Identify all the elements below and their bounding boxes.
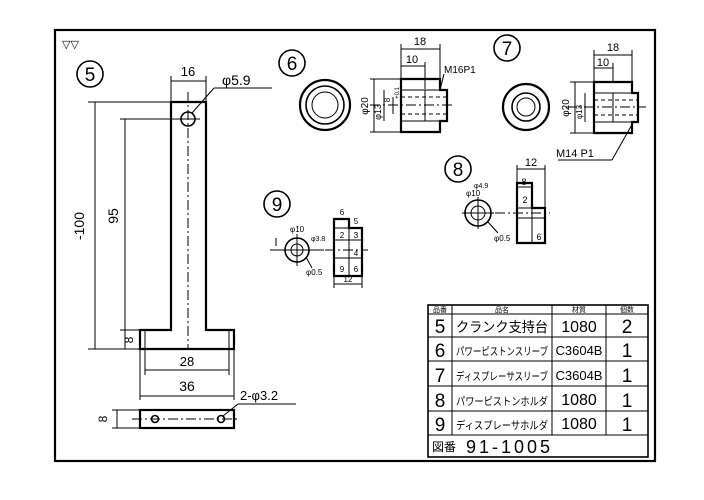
part7-dim-d13: φ13 [575, 104, 584, 119]
table-header-qty: 個数 [620, 305, 634, 314]
part6-dim-18: 18 [414, 36, 426, 48]
part5-dim-36: 36 [179, 378, 195, 394]
part9-dim-9: 9 [340, 265, 345, 274]
table-header-no: 品番 [433, 306, 447, 314]
table-row-name: クランク支持台 [456, 319, 548, 335]
part6-view: 6 18 10 M16P1 φ20 φ13 8 +0.1 [278, 36, 476, 134]
table-row-no: 5 [435, 317, 446, 338]
part5-outline [138, 100, 236, 351]
part6-dim-10: 10 [406, 54, 418, 66]
part7-view: 7 18 10 φ20 φ13 M14 P1 [493, 34, 646, 161]
table-row-material: C3604B [556, 343, 603, 358]
table-row-material: C3604B [556, 368, 603, 383]
part9-dim-12: 12 [344, 275, 353, 284]
part8-dim-12: 12 [525, 157, 537, 169]
part9-dim-5: 5 [354, 217, 359, 226]
table-row-name: ディスプレーサホルダ [456, 418, 548, 432]
part7-dim-18: 18 [607, 42, 619, 54]
part5-dim-holes: 2-φ3.2 [240, 388, 278, 403]
table-header-material: 材質 [572, 305, 586, 314]
part8-number: 8 [453, 160, 464, 181]
part5-dim-100: -100 [71, 212, 87, 240]
sheet-border [53, 28, 657, 463]
part5-balloon [76, 60, 104, 88]
table-row-no: 7 [435, 366, 446, 387]
table-row-qty: 1 [622, 415, 633, 436]
table-row-name: パワーピストンホルダ [456, 394, 548, 408]
part8-dim-6: 6 [536, 232, 541, 242]
table-row-qty: 2 [622, 317, 633, 338]
part5-dim-16: 16 [181, 64, 195, 79]
part6-balloon [278, 49, 306, 77]
part6-number: 6 [287, 54, 298, 75]
table-row-no: 8 [435, 391, 446, 412]
part8-dim-d10: φ10 [466, 189, 481, 198]
part6-dim-tol: +0.1 [395, 86, 401, 99]
table-header-name: 品名 [495, 305, 509, 314]
part9-dim-d10: φ10 [290, 225, 305, 234]
drawing-number: 91-1005 [466, 437, 553, 457]
table-row-material: 1080 [561, 319, 597, 336]
table-row-no: 6 [435, 341, 446, 362]
part5-dim-95: 95 [105, 208, 121, 224]
part7-balloon [493, 34, 521, 62]
part7-dim-10: 10 [597, 57, 609, 69]
part6-dim-d20: φ20 [360, 97, 371, 115]
part8-dim-2: 2 [522, 195, 527, 205]
part5-dim-hole: φ5.9 [222, 72, 251, 88]
table-row-material: 1080 [561, 392, 597, 409]
part6-dim-thread: M16P1 [444, 65, 476, 76]
part8-view: 8 12 8 2 6 φ10 φ4.9 φ0.5 [444, 155, 550, 245]
part5-dim-28: 28 [180, 354, 194, 369]
part8-dim-8: 8 [521, 177, 526, 187]
part8-dim-d49: φ4.9 [474, 183, 488, 190]
surface-finish-symbol: ▽▽ [62, 39, 79, 51]
part5-dim-thk: 8 [96, 415, 110, 422]
part9-dim-6b: 6 [354, 265, 359, 274]
part9-dim-d38: φ3.8 [311, 236, 325, 243]
part9-balloon [263, 190, 291, 218]
part7-dim-d20: φ20 [561, 99, 572, 117]
table-row-qty: 1 [622, 391, 633, 412]
part5-view: 5 16 φ5.9 -100 95 8 28 [71, 60, 296, 430]
parts-table: 品番 品名 材質 個数 5 クランク支持台 1080 2 6 パワーピストンスリ… [427, 304, 649, 458]
part9-dim-d05: φ0.5 [306, 268, 323, 277]
part9-dim-6: 6 [340, 208, 345, 217]
table-row-no: 9 [435, 415, 446, 436]
table-row-material: 1080 [561, 416, 597, 433]
table-row-name: ディスプレーサスリーブ [456, 369, 548, 383]
part8-dim-d05: φ0.5 [494, 234, 511, 243]
drawing-number-label: 図番 [432, 440, 456, 454]
part5-number: 5 [85, 65, 96, 86]
part7-number: 7 [502, 39, 513, 60]
part6-dim-d8: 8 [383, 97, 392, 102]
table-row-qty: 1 [622, 341, 633, 362]
part9-view: 9 12 6 5 2 3 4 9 6 φ10 φ3.8 φ0.5 [263, 190, 368, 288]
part9-dim-3: 3 [354, 231, 359, 240]
part9-number: 9 [272, 195, 283, 216]
table-row-name: パワーピストンスリーブ [456, 344, 548, 358]
part9-dim-4: 4 [354, 249, 359, 258]
part6-dim-d13: φ13 [373, 104, 383, 120]
part5-dim-8: 8 [122, 336, 136, 343]
part8-balloon [444, 155, 472, 183]
part7-dim-thread: M14 P1 [556, 148, 594, 160]
part9-dim-2: 2 [340, 231, 345, 240]
table-row-qty: 1 [622, 366, 633, 387]
